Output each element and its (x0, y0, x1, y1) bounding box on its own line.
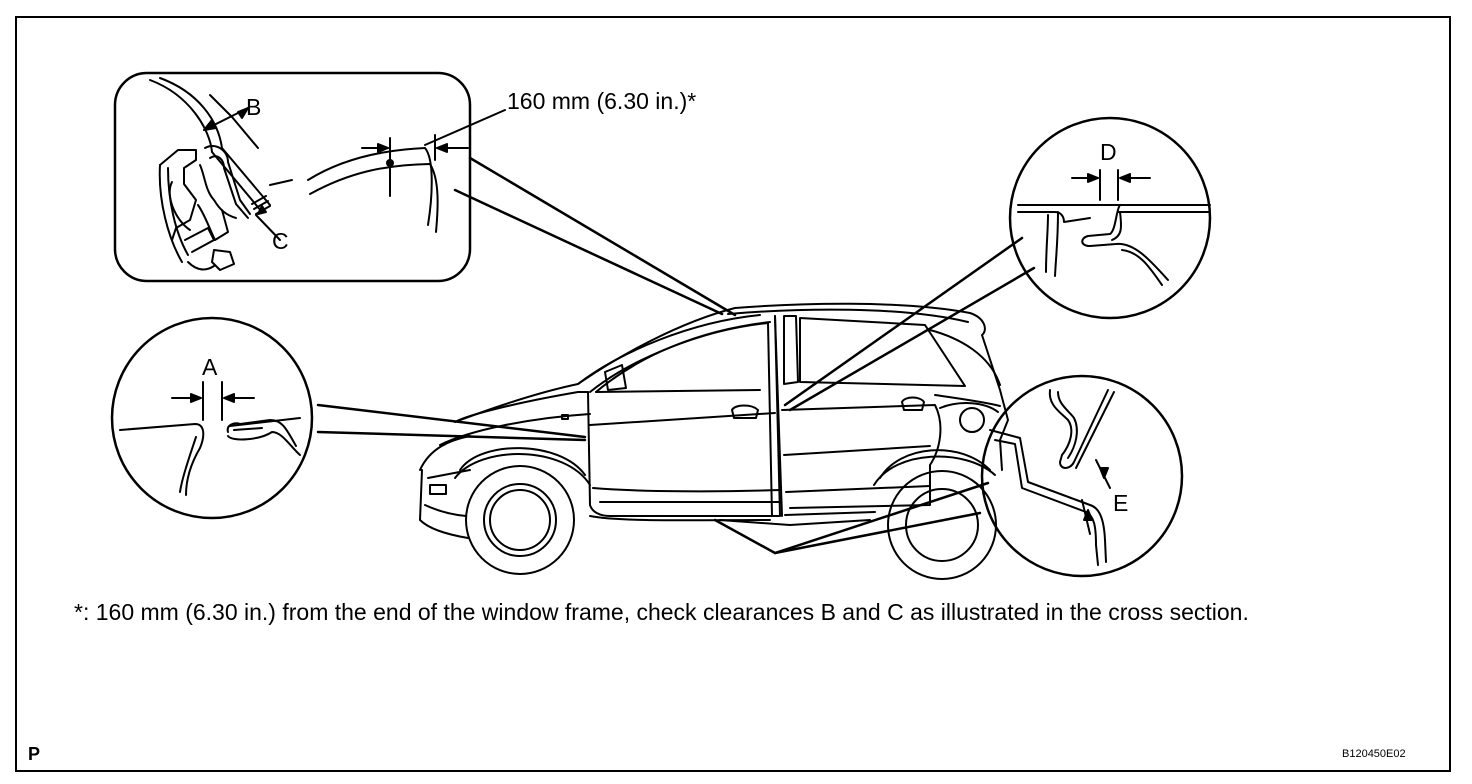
corner-left-mark: P (28, 744, 41, 764)
detail-circle-e (980, 374, 1184, 578)
footnote: *: 160 mm (6.30 in.) from the end of the… (74, 599, 1249, 625)
callout-d-label: D (1100, 139, 1117, 165)
diagram-frame (15, 16, 1451, 772)
figure-code: B120450E02 (1342, 748, 1406, 760)
callout-a-label: A (202, 354, 218, 380)
leader-lines (316, 156, 1036, 555)
dimension-label: 160 mm (6.30 in.)* (507, 88, 697, 114)
callout-c-label: C (272, 228, 289, 254)
callout-e-label: E (1113, 490, 1129, 516)
detail-box-bc (113, 71, 506, 283)
detail-circle-d (1008, 116, 1212, 320)
callout-b-label: B (246, 94, 262, 120)
car-body (419, 302, 1009, 580)
detail-circle-a (110, 316, 314, 520)
